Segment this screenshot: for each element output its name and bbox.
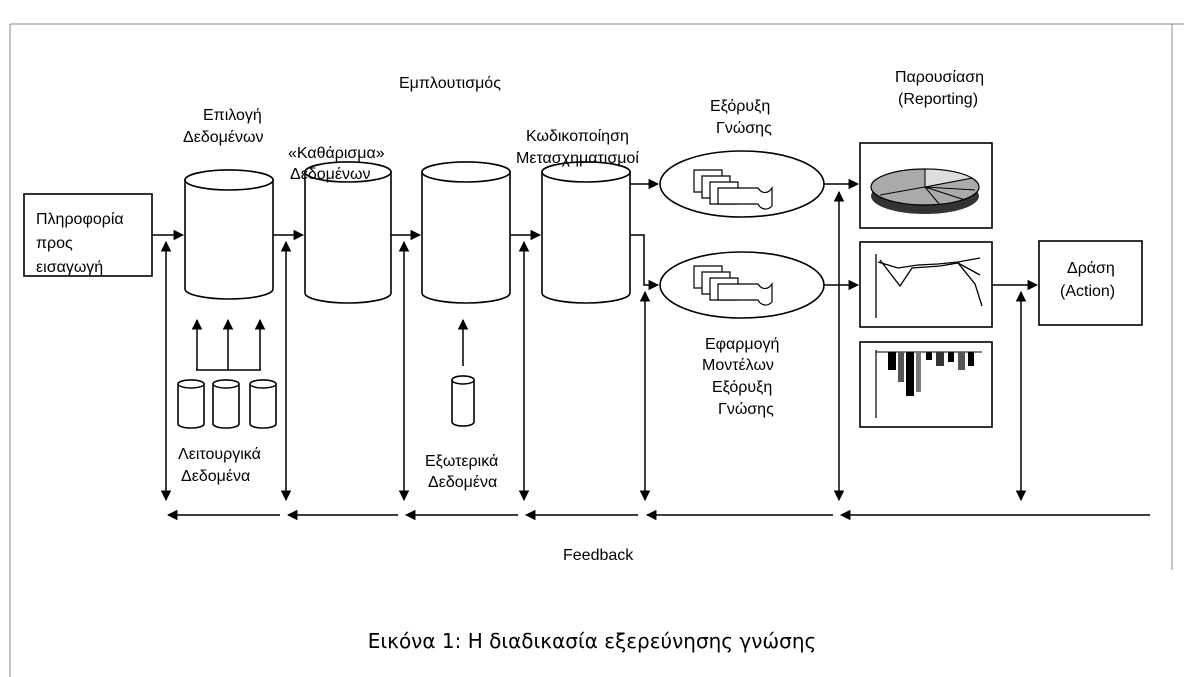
model-apply-label-4: Γνώσης [718,401,774,418]
reporting-label-1: Παρουσίαση [895,69,984,86]
small-cylinder [177,379,205,429]
mining-label-2: Γνώσης [716,120,772,137]
external-data-source [451,318,475,427]
selection-label-1: Επιλογή [203,107,262,124]
model-apply-label-3: Εξόρυξη [712,379,772,396]
external-label-1: Εξωτερικά [425,453,498,470]
model-apply-label-2: Μοντέλων [702,357,774,374]
mining-ellipse-top [659,150,825,218]
action-box [1038,240,1143,326]
cleaning-label-1: «Καθάρισμα» [288,145,385,162]
documents-icon [693,265,773,306]
external-label-2: Δεδομένα [428,474,497,491]
bar-chart-icon [875,350,982,418]
selection-label-2: Δεδομένων [183,129,263,146]
coding-label-2: Μετασχηματισμοί [516,150,639,167]
model-apply-label-1: Εφαρμογή [705,336,779,353]
mining-ellipse-bottom [659,251,825,319]
action-label-2: (Action) [1060,283,1115,300]
feedback-verticals [160,190,1027,502]
pie-chart-icon [870,168,980,214]
input-box [23,193,153,277]
mining-label-1: Εξόρυξη [710,98,770,115]
small-cylinder [212,379,240,429]
figure-caption: Εικόνα 1: Η διαδικασία εξερεύνησης γνώση… [368,629,817,653]
feedback-label: Feedback [563,547,634,564]
documents-icon [693,169,773,210]
operational-label-2: Δεδομένα [181,468,250,485]
operational-label-1: Λειτουργικά [178,446,261,463]
action-label-1: Δράση [1067,260,1115,277]
input-label-2: προς [36,235,73,252]
cleaning-label-2: Δεδομένων [290,166,370,183]
line-chart-box [859,241,993,328]
small-cylinder [249,379,277,429]
enrichment-cylinder [421,161,511,304]
line-chart-icon [875,254,983,318]
coding-label-1: Κωδικοποίηση [526,128,629,145]
selection-cylinder [184,169,274,300]
reporting-label-2: (Reporting) [898,91,978,108]
cleaning-cylinder [304,161,392,304]
operational-data-sources [177,318,277,429]
input-label-1: Πληροφορία [36,211,124,228]
coding-cylinder [541,161,631,304]
input-label-3: εισαγωγή [36,259,103,276]
enrichment-label: Εμπλουτισμός [399,75,501,92]
